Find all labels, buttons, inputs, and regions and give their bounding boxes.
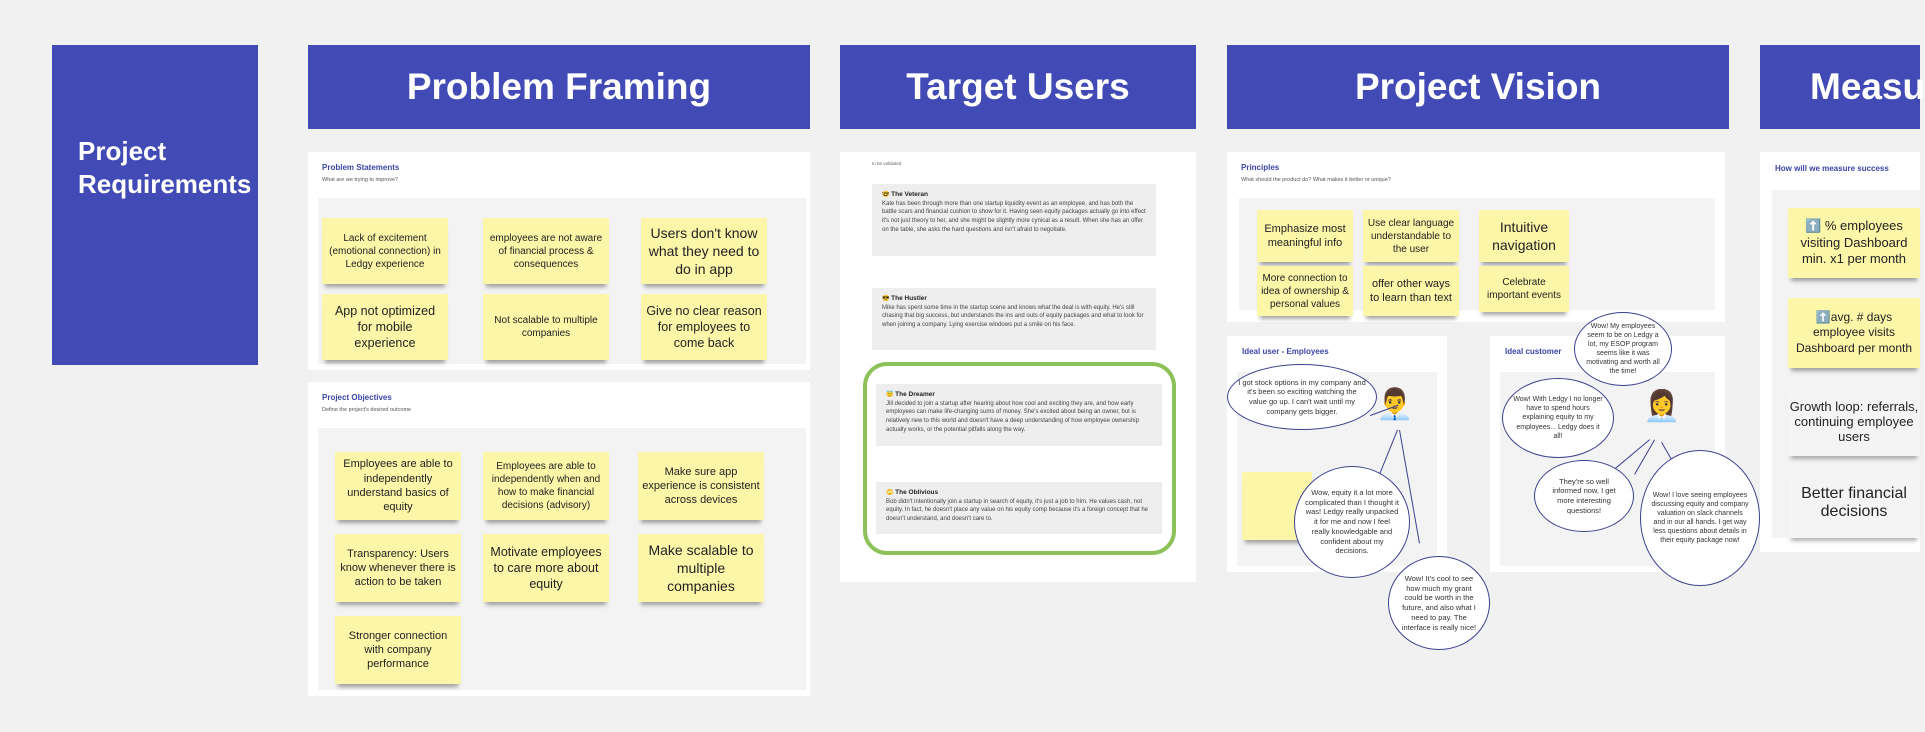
persona-name: The Dreamer [895, 391, 935, 398]
speech-bubble[interactable]: Wow! My employees seem to be on Ledgy a … [1574, 312, 1672, 386]
project-objectives-title: Project Objectives [322, 393, 392, 402]
metric-card[interactable]: Better financial decisions [1788, 468, 1920, 538]
principles-panel[interactable]: Principles What should the product do? W… [1227, 152, 1725, 322]
principles-title: Principles [1241, 163, 1280, 172]
sticky-note[interactable]: Give no clear reason for employees to co… [641, 294, 767, 360]
sticky-note[interactable]: Stronger connection with company perform… [335, 616, 461, 684]
sticky-note[interactable]: ⬆️ % employees visiting Dashboard min. x… [1788, 208, 1920, 278]
arrow-up-icon: ⬆️ [1805, 217, 1822, 233]
metric-text: Growth loop: referrals, continuing emplo… [1789, 398, 1919, 444]
project-objectives-panel[interactable]: Project Objectives Define the project's … [308, 382, 810, 696]
speech-bubble[interactable]: They're so well informed now, I get more… [1534, 460, 1634, 532]
persona-card[interactable]: 🙄 The Oblivious Bob didn't intentionally… [876, 482, 1162, 534]
persona-icon: 🤓 [882, 192, 890, 198]
sticky-note[interactable]: employees are not aware of financial pro… [483, 218, 609, 284]
sticky-note[interactable]: Intuitive navigation [1479, 210, 1569, 262]
sticky-note[interactable]: Make scalable to multiple companies [638, 534, 764, 602]
speech-bubble[interactable]: I got stock options in my company and it… [1227, 364, 1377, 430]
persona-description: Kate has been through more than one star… [882, 200, 1146, 233]
problem-statements-subtitle: What are we trying to improve? [322, 177, 399, 183]
measure-panel[interactable]: How will we measure success ⬆️ % employe… [1760, 152, 1920, 552]
problem-statements-title: Problem Statements [322, 163, 400, 172]
speech-bubble[interactable]: Wow! It's cool to see how much my grant … [1388, 556, 1490, 650]
customer-avatar-icon: 👩‍💼 [1643, 390, 1681, 423]
speech-bubble[interactable]: Wow! With Ledgy I no longer have to spen… [1502, 378, 1614, 458]
metric-text: Better financial decisions [1801, 485, 1907, 520]
persona-card[interactable]: 😎 The Hustler Mike has spent some time i… [872, 288, 1156, 350]
header-project-vision-label: Project Vision [1354, 66, 1602, 107]
project-requirements-card[interactable]: Project Requirements [52, 45, 258, 365]
persona-card[interactable]: 🤓 The Veteran Kate has been through more… [872, 184, 1156, 256]
sticky-note[interactable]: ⬆️avg. # days employee visits Dashboard … [1788, 298, 1920, 368]
persona-description: Bob didn't intentionally join a startup … [886, 498, 1149, 523]
sticky-note[interactable]: Users don't know what they need to do in… [641, 218, 767, 284]
target-users-note: to be validated [872, 161, 902, 166]
persona-card[interactable]: 😇 The Dreamer Jill decided to join a sta… [876, 384, 1162, 446]
sticky-note[interactable]: Motivate employees to care more about eq… [483, 534, 609, 602]
persona-icon: 🙄 [886, 490, 894, 496]
header-target-users-label: Target Users [906, 66, 1130, 107]
header-problem-framing-label: Problem Framing [406, 66, 712, 107]
header-target-users[interactable]: Target Users [840, 45, 1196, 129]
header-measure-label: Measu [1810, 66, 1925, 107]
sticky-note[interactable]: Use clear language understandable to the… [1363, 210, 1459, 262]
problem-statements-panel[interactable]: Problem Statements What are we trying to… [308, 152, 810, 370]
project-requirements-title: Project Requirements [78, 136, 252, 199]
sticky-note[interactable]: Employees are able to independently when… [483, 452, 609, 520]
measure-title: How will we measure success [1775, 164, 1889, 173]
speech-bubble[interactable]: Wow! I love seeing employees discussing … [1640, 450, 1760, 586]
persona-name: The Oblivious [895, 489, 939, 496]
header-measure[interactable]: Measu [1760, 45, 1925, 129]
metric-text: avg. # days employee visits Dashboard pe… [1795, 309, 1913, 355]
metric-card[interactable]: Growth loop: referrals, continuing emplo… [1788, 386, 1920, 456]
sticky-note[interactable]: offer other ways to learn than text [1363, 266, 1459, 316]
sticky-note[interactable]: App not optimized for mobile experience [322, 294, 448, 360]
sticky-note[interactable]: Lack of excitement (emotional connection… [322, 218, 448, 284]
speech-bubble[interactable]: Wow, equity it a lot more complicated th… [1294, 466, 1410, 578]
sticky-note[interactable]: Employees are able to independently unde… [335, 452, 461, 520]
target-users-panel[interactable]: to be validated 🤓 The Veteran Kate has b… [840, 152, 1196, 582]
persona-icon: 😎 [882, 296, 890, 302]
sticky-note[interactable]: Not scalable to multiple companies [483, 294, 609, 360]
sticky-note[interactable]: Transparency: Users know whenever there … [335, 534, 461, 602]
persona-description: Mike has spent some time in the startup … [882, 304, 1144, 329]
sticky-note[interactable]: Celebrate important events [1479, 266, 1569, 312]
header-problem-framing[interactable]: Problem Framing [308, 45, 810, 129]
project-objectives-subtitle: Define the project's desired outcome [322, 407, 412, 413]
ideal-employees-title: Ideal user - Employees [1242, 347, 1329, 356]
persona-name: The Veteran [891, 191, 929, 198]
header-project-vision[interactable]: Project Vision [1227, 45, 1729, 129]
persona-name: The Hustler [891, 295, 927, 302]
employee-avatar-icon: 👨‍💼 [1376, 388, 1414, 421]
arrow-up-icon: ⬆️ [1815, 309, 1831, 324]
sticky-note[interactable]: More connection to idea of ownership & p… [1257, 266, 1353, 316]
ideal-customer-title: Ideal customer [1505, 347, 1562, 356]
sticky-note[interactable]: Make sure app experience is consistent a… [638, 452, 764, 520]
persona-description: Jill decided to join a startup after hea… [886, 400, 1139, 433]
sticky-note[interactable]: Emphasize most meaningful info [1257, 210, 1353, 262]
highlight-frame[interactable] [863, 362, 1176, 555]
principles-subtitle: What should the product do? What makes i… [1241, 177, 1391, 183]
persona-icon: 😇 [886, 392, 894, 398]
metric-text: % employees visiting Dashboard min. x1 p… [1800, 217, 1908, 267]
